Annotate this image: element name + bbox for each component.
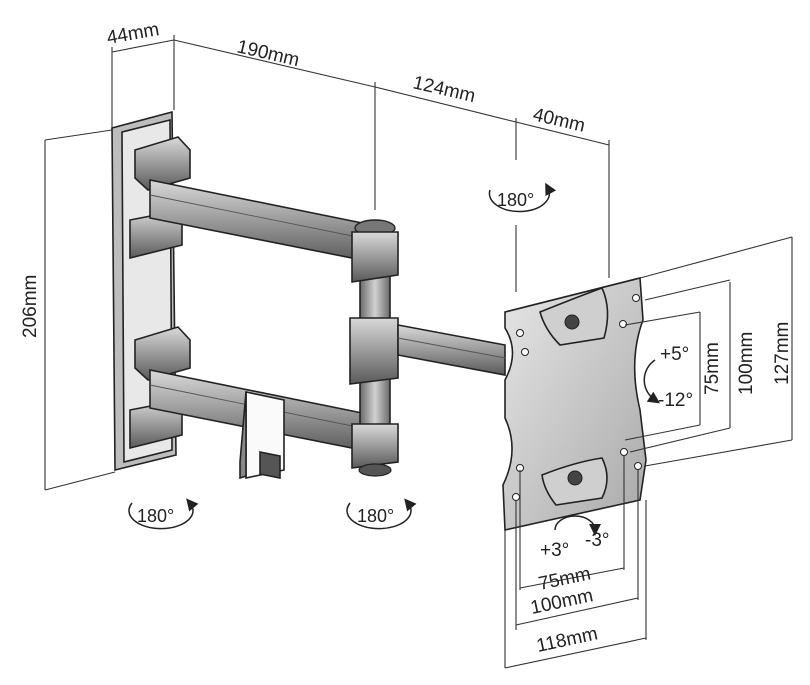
- vesa-plate: [502, 276, 647, 531]
- elbow-post: [349, 219, 399, 477]
- rotation-wall-swivel: 180°: [137, 506, 174, 526]
- upper-arm: [149, 179, 373, 263]
- dim-plate-width: 118mm: [535, 623, 600, 656]
- dim-vesa-v-small: 75mm: [702, 342, 723, 395]
- dim-arm2-length: 124mm: [411, 72, 477, 107]
- dimension-lines: [44, 35, 793, 669]
- tilt-down: -12°: [658, 390, 693, 411]
- rotation-elbow-swivel: 180°: [357, 506, 394, 526]
- dim-wall-plate-height: 206mm: [20, 275, 41, 338]
- rotation-plate-swivel: 180°: [497, 190, 534, 210]
- lower-arm: [149, 369, 373, 480]
- rotation-arrows: [128, 182, 660, 536]
- dim-arm1-length: 190mm: [235, 36, 301, 71]
- level-ccw: -3°: [585, 530, 610, 551]
- short-arm: [397, 324, 506, 376]
- dim-plate-height: 127mm: [772, 322, 793, 385]
- dim-plate-offset: 40mm: [531, 104, 587, 136]
- wall-plate: [111, 110, 191, 472]
- tilt-up: +5°: [660, 344, 689, 365]
- level-cw: +3°: [540, 540, 569, 561]
- dim-vesa-v-large: 100mm: [736, 332, 757, 395]
